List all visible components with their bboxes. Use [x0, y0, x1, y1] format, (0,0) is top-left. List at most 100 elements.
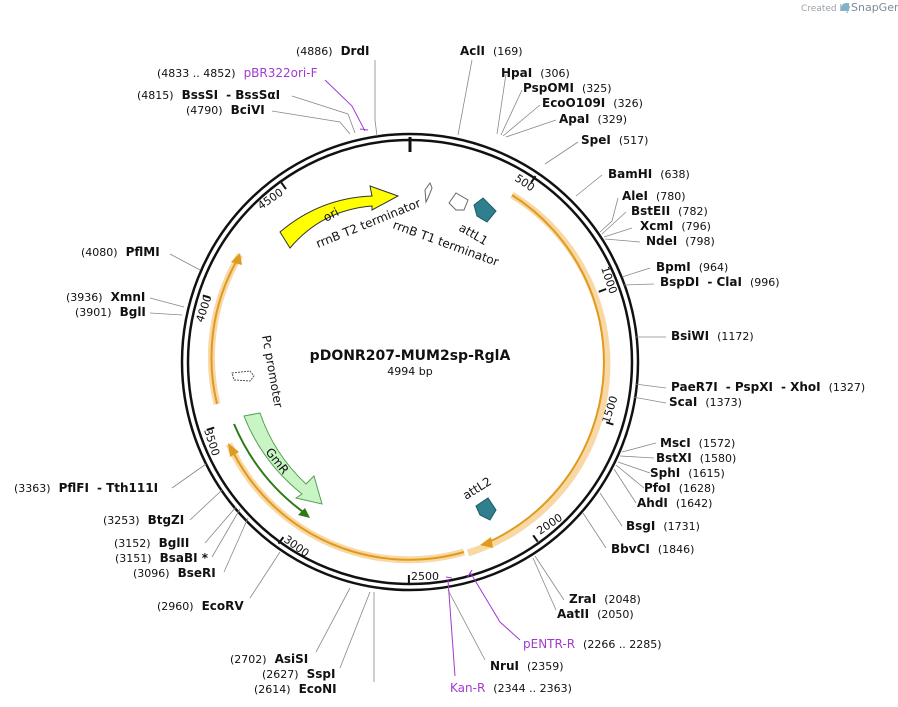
- site-ecoo109i-enzyme-name: EcoO109I: [542, 96, 605, 110]
- connector-bseri: [223, 517, 249, 573]
- site-label-ahdi: AhdI(1642): [637, 496, 712, 510]
- site-label-acli: AclI(169): [460, 44, 523, 58]
- site-bsabi-enzyme-name: BsaBI *: [160, 551, 209, 565]
- connector-scai: [632, 396, 667, 404]
- connector-bglii: [204, 506, 237, 544]
- connector-pbr322ori-f: [324, 79, 366, 132]
- site-scai-position: (1373): [705, 396, 742, 409]
- site-ndei-position: (798): [685, 235, 715, 248]
- site-label-bspdi: BspDI- ClaI(996): [660, 275, 780, 289]
- site-bgli-enzyme-name: BglI: [120, 305, 146, 319]
- attl2-feature-arrow: [475, 497, 497, 521]
- site-drdi-position: (4886): [296, 45, 333, 58]
- site-asisi-enzyme-name: AsiSI: [275, 652, 309, 666]
- connector-bsssi: [291, 95, 356, 134]
- connector-msci: [621, 442, 657, 453]
- site-ecorv-enzyme-name: EcoRV: [202, 599, 245, 613]
- pentr-r-mark: [466, 569, 473, 579]
- connector-bstxi: [619, 455, 655, 459]
- site-pflfi-enzyme-name: - Tth111I: [97, 481, 158, 495]
- site-label-pbr322ori-f: (4833 .. 4852) pBR322ori-F: [157, 66, 318, 80]
- connector-sspi: [339, 591, 371, 669]
- connector-spei: [544, 141, 579, 165]
- site-pspomi-position: (325): [582, 82, 612, 95]
- site-paer7i-position: (1327): [829, 381, 866, 394]
- site-bstxi-enzyme-name: BstXI: [656, 451, 692, 465]
- tick-500-label: 500: [512, 172, 537, 195]
- site-label-pflmi: (4080)PflMI: [81, 245, 160, 259]
- site-acli-enzyme-name: AclI: [460, 44, 485, 58]
- site-bspdi-position: (996): [750, 276, 780, 289]
- site-sspi-position: (2627): [262, 668, 299, 681]
- site-sspi-enzyme-name: SspI: [307, 667, 336, 681]
- site-label-bamhi: BamHI(638): [608, 167, 690, 181]
- tick-4000-mark: [202, 294, 211, 299]
- site-label-pfoi: PfoI(1628): [644, 481, 715, 495]
- site-pbr322ori-f-position: (4833 .. 4852): [157, 67, 236, 80]
- site-label-bsiwi: BsiWI(1172): [671, 329, 754, 343]
- site-bsiwi-position: (1172): [717, 330, 754, 343]
- plasmid-length: 4994 bp: [387, 365, 432, 378]
- tick-1500-mark: [605, 421, 614, 426]
- connector-bsabi: [211, 508, 241, 558]
- connector-bpmi: [621, 267, 651, 278]
- site-label-bseri: (3096) BseRI: [133, 566, 216, 580]
- ori-feature-arrow: [279, 185, 400, 249]
- gmr-orf-line: [233, 423, 307, 515]
- site-label-bsabi: (3151) BsaBI *: [115, 551, 209, 565]
- connector-kan-r: [447, 579, 456, 677]
- site-alei-enzyme-name: AleI: [622, 189, 648, 203]
- site-pbr322ori-f-primer-name: pBR322ori-F: [244, 66, 318, 80]
- pc-promoter-label: Pc promoter: [259, 334, 286, 409]
- connector-bgli: [149, 312, 183, 316]
- connector-nrui: [447, 589, 486, 661]
- site-xmni-position: (3936): [66, 291, 103, 304]
- ori-label: ori: [321, 205, 341, 225]
- site-bseri-enzyme-name: BseRI: [178, 566, 216, 580]
- site-alei-position: (780): [656, 190, 686, 203]
- site-bamhi-position: (638): [660, 168, 690, 181]
- plasmid-name: pDONR207-MUM2sp-RglA: [310, 348, 511, 364]
- connector-bsteii: [601, 211, 627, 235]
- site-bsabi-position: (3151): [115, 552, 152, 565]
- connector-alei: [599, 197, 619, 233]
- site-bseri-position: (3096): [133, 567, 170, 580]
- connector-apai: [505, 119, 557, 138]
- snapgene-logo-icon: [841, 3, 849, 11]
- tick-500-mark: [530, 175, 537, 184]
- site-label-bsteii: BstEII(782): [631, 204, 708, 218]
- site-bpmi-position: (964): [699, 261, 729, 274]
- site-pspomi-enzyme-name: PspOMI: [523, 81, 574, 95]
- site-label-apai: ApaI(329): [559, 112, 627, 126]
- site-label-bsgi: BsgI(1731): [626, 519, 700, 533]
- site-bstxi-position: (1580): [700, 452, 737, 465]
- connector-ndei: [604, 238, 641, 243]
- site-label-pspomi: PspOMI (325): [523, 81, 612, 95]
- connector-xmni: [149, 297, 185, 308]
- branding-product: SnapGene: [851, 1, 898, 14]
- site-pfoi-position: (1628): [679, 482, 716, 495]
- site-asisi-position: (2702): [230, 653, 267, 666]
- site-msci-position: (1572): [699, 437, 736, 450]
- connector-bspdi: [623, 283, 655, 286]
- site-paer7i-enzyme-name: - PspXI: [726, 380, 773, 394]
- connector-ecorv: [249, 551, 281, 599]
- site-bsgi-position: (1731): [663, 520, 700, 533]
- site-label-nrui: NruI(2359): [490, 659, 564, 673]
- connector-bbvci: [582, 512, 607, 549]
- site-label-bstxi: BstXI (1580): [656, 451, 736, 465]
- orf-arc-bottom: [232, 451, 465, 561]
- connector-paer7i: [634, 383, 667, 389]
- connector-pflfi: [171, 463, 207, 489]
- site-bspdi-enzyme-name: BspDI: [660, 275, 699, 289]
- connector-bamhi: [575, 174, 603, 197]
- site-kan-r-position: (2344 .. 2363): [493, 682, 572, 695]
- site-econi-enzyme-name: EcoNI: [299, 682, 337, 696]
- site-xcmi-enzyme-name: XcmI: [640, 219, 673, 233]
- tick-4500-mark: [280, 182, 287, 190]
- site-msci-enzyme-name: MscI: [660, 436, 691, 450]
- site-pflmi-position: (4080): [81, 246, 118, 259]
- site-label-msci: MscI (1572): [660, 436, 735, 450]
- tick-3500-mark: [206, 426, 215, 431]
- site-spei-position: (517): [619, 134, 649, 147]
